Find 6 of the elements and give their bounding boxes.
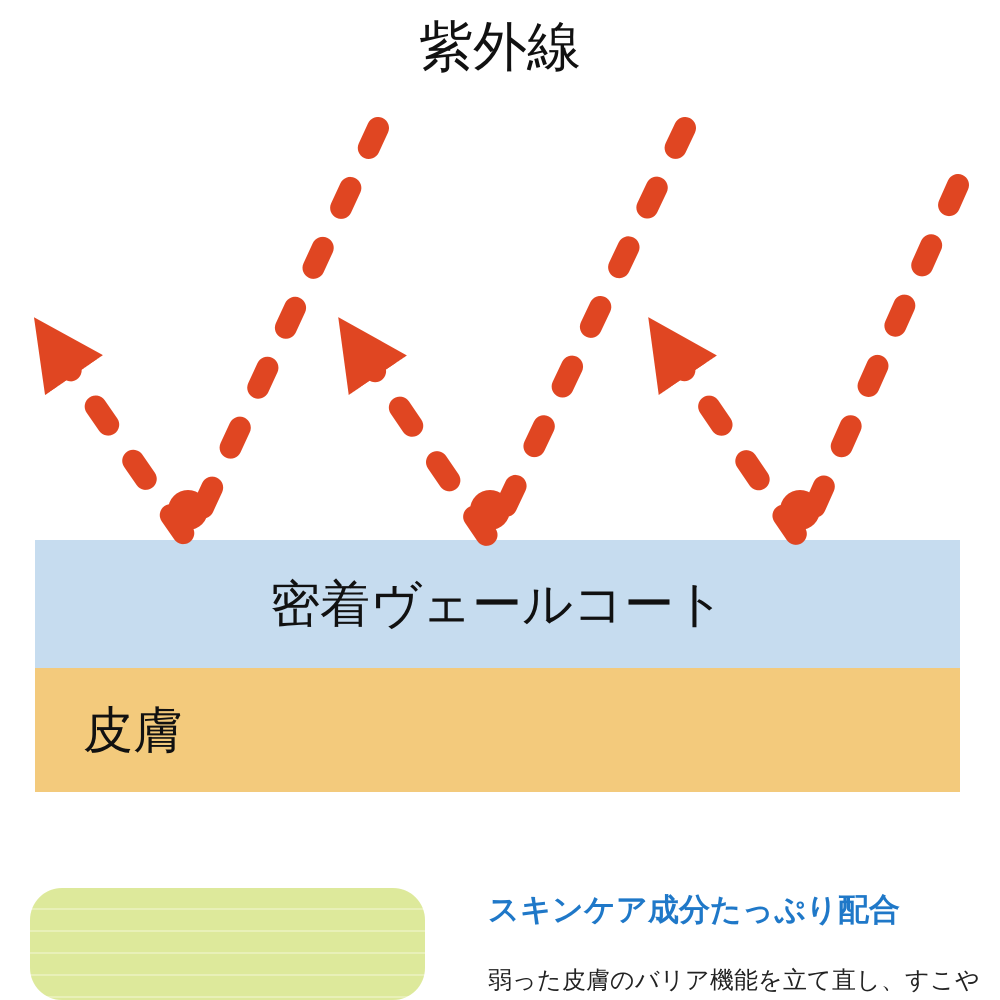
title: 紫外線: [418, 14, 582, 80]
section-heading: スキンケア成分たっぷり配合: [488, 891, 900, 930]
coat-layer-band: 密着ヴェールコート: [35, 540, 960, 668]
skin-layer-band: 皮膚: [35, 668, 960, 792]
ingredient-panel: [30, 888, 425, 1000]
description-text: 弱った皮膚のバリア機能を立て直し、すこや: [488, 965, 980, 996]
